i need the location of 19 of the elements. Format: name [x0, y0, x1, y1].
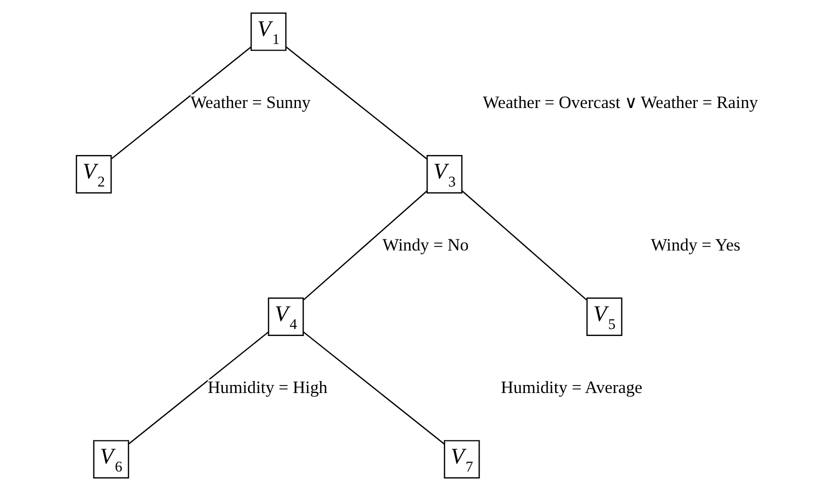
connector — [462, 190, 587, 300]
edge-label: Humidity = High — [208, 378, 328, 398]
node-box: V$_{3}$ — [426, 155, 462, 194]
edge-label: Windy = Yes — [650, 236, 740, 255]
node-box: V$_{1}$ — [250, 12, 286, 51]
node-box: V$_{5}$ — [586, 298, 622, 336]
connector — [303, 190, 428, 300]
edge-label: Windy = No — [382, 236, 469, 255]
edge-label: Humidity = Average — [500, 378, 642, 398]
node-box: V$_{7}$ — [444, 440, 480, 478]
edge-label: Weather = Overcast ∨ Weather = Rainy — [482, 93, 758, 112]
connector — [303, 331, 445, 445]
edge-label: Weather = Sunny — [190, 93, 311, 112]
connector — [286, 46, 428, 160]
node-box: V$_{2}$ — [76, 155, 112, 194]
connector — [111, 46, 252, 160]
node-box: V$_{4}$ — [268, 298, 304, 336]
connector — [128, 331, 269, 444]
node-box: V$_{6}$ — [93, 440, 130, 478]
